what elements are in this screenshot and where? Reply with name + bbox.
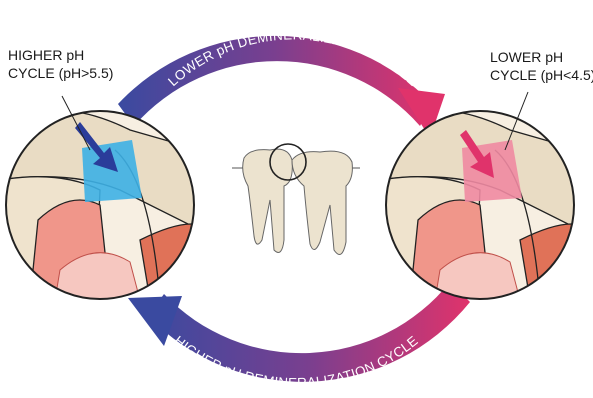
left-enamel-detail	[0, 100, 200, 310]
left-label-line1: HIGHER pH	[8, 47, 84, 63]
demineralization-arc	[118, 36, 432, 126]
right-label-line1: LOWER pH	[490, 49, 563, 65]
left-label-line2: CYCLE (pH>5.5)	[8, 65, 113, 81]
right-label-line2: CYCLE (pH<4.5)	[490, 67, 593, 83]
molar-teeth-icon	[232, 144, 360, 255]
right-enamel-detail	[380, 100, 580, 310]
higher-ph-zone	[82, 140, 142, 202]
remineralization-arc	[148, 282, 470, 382]
